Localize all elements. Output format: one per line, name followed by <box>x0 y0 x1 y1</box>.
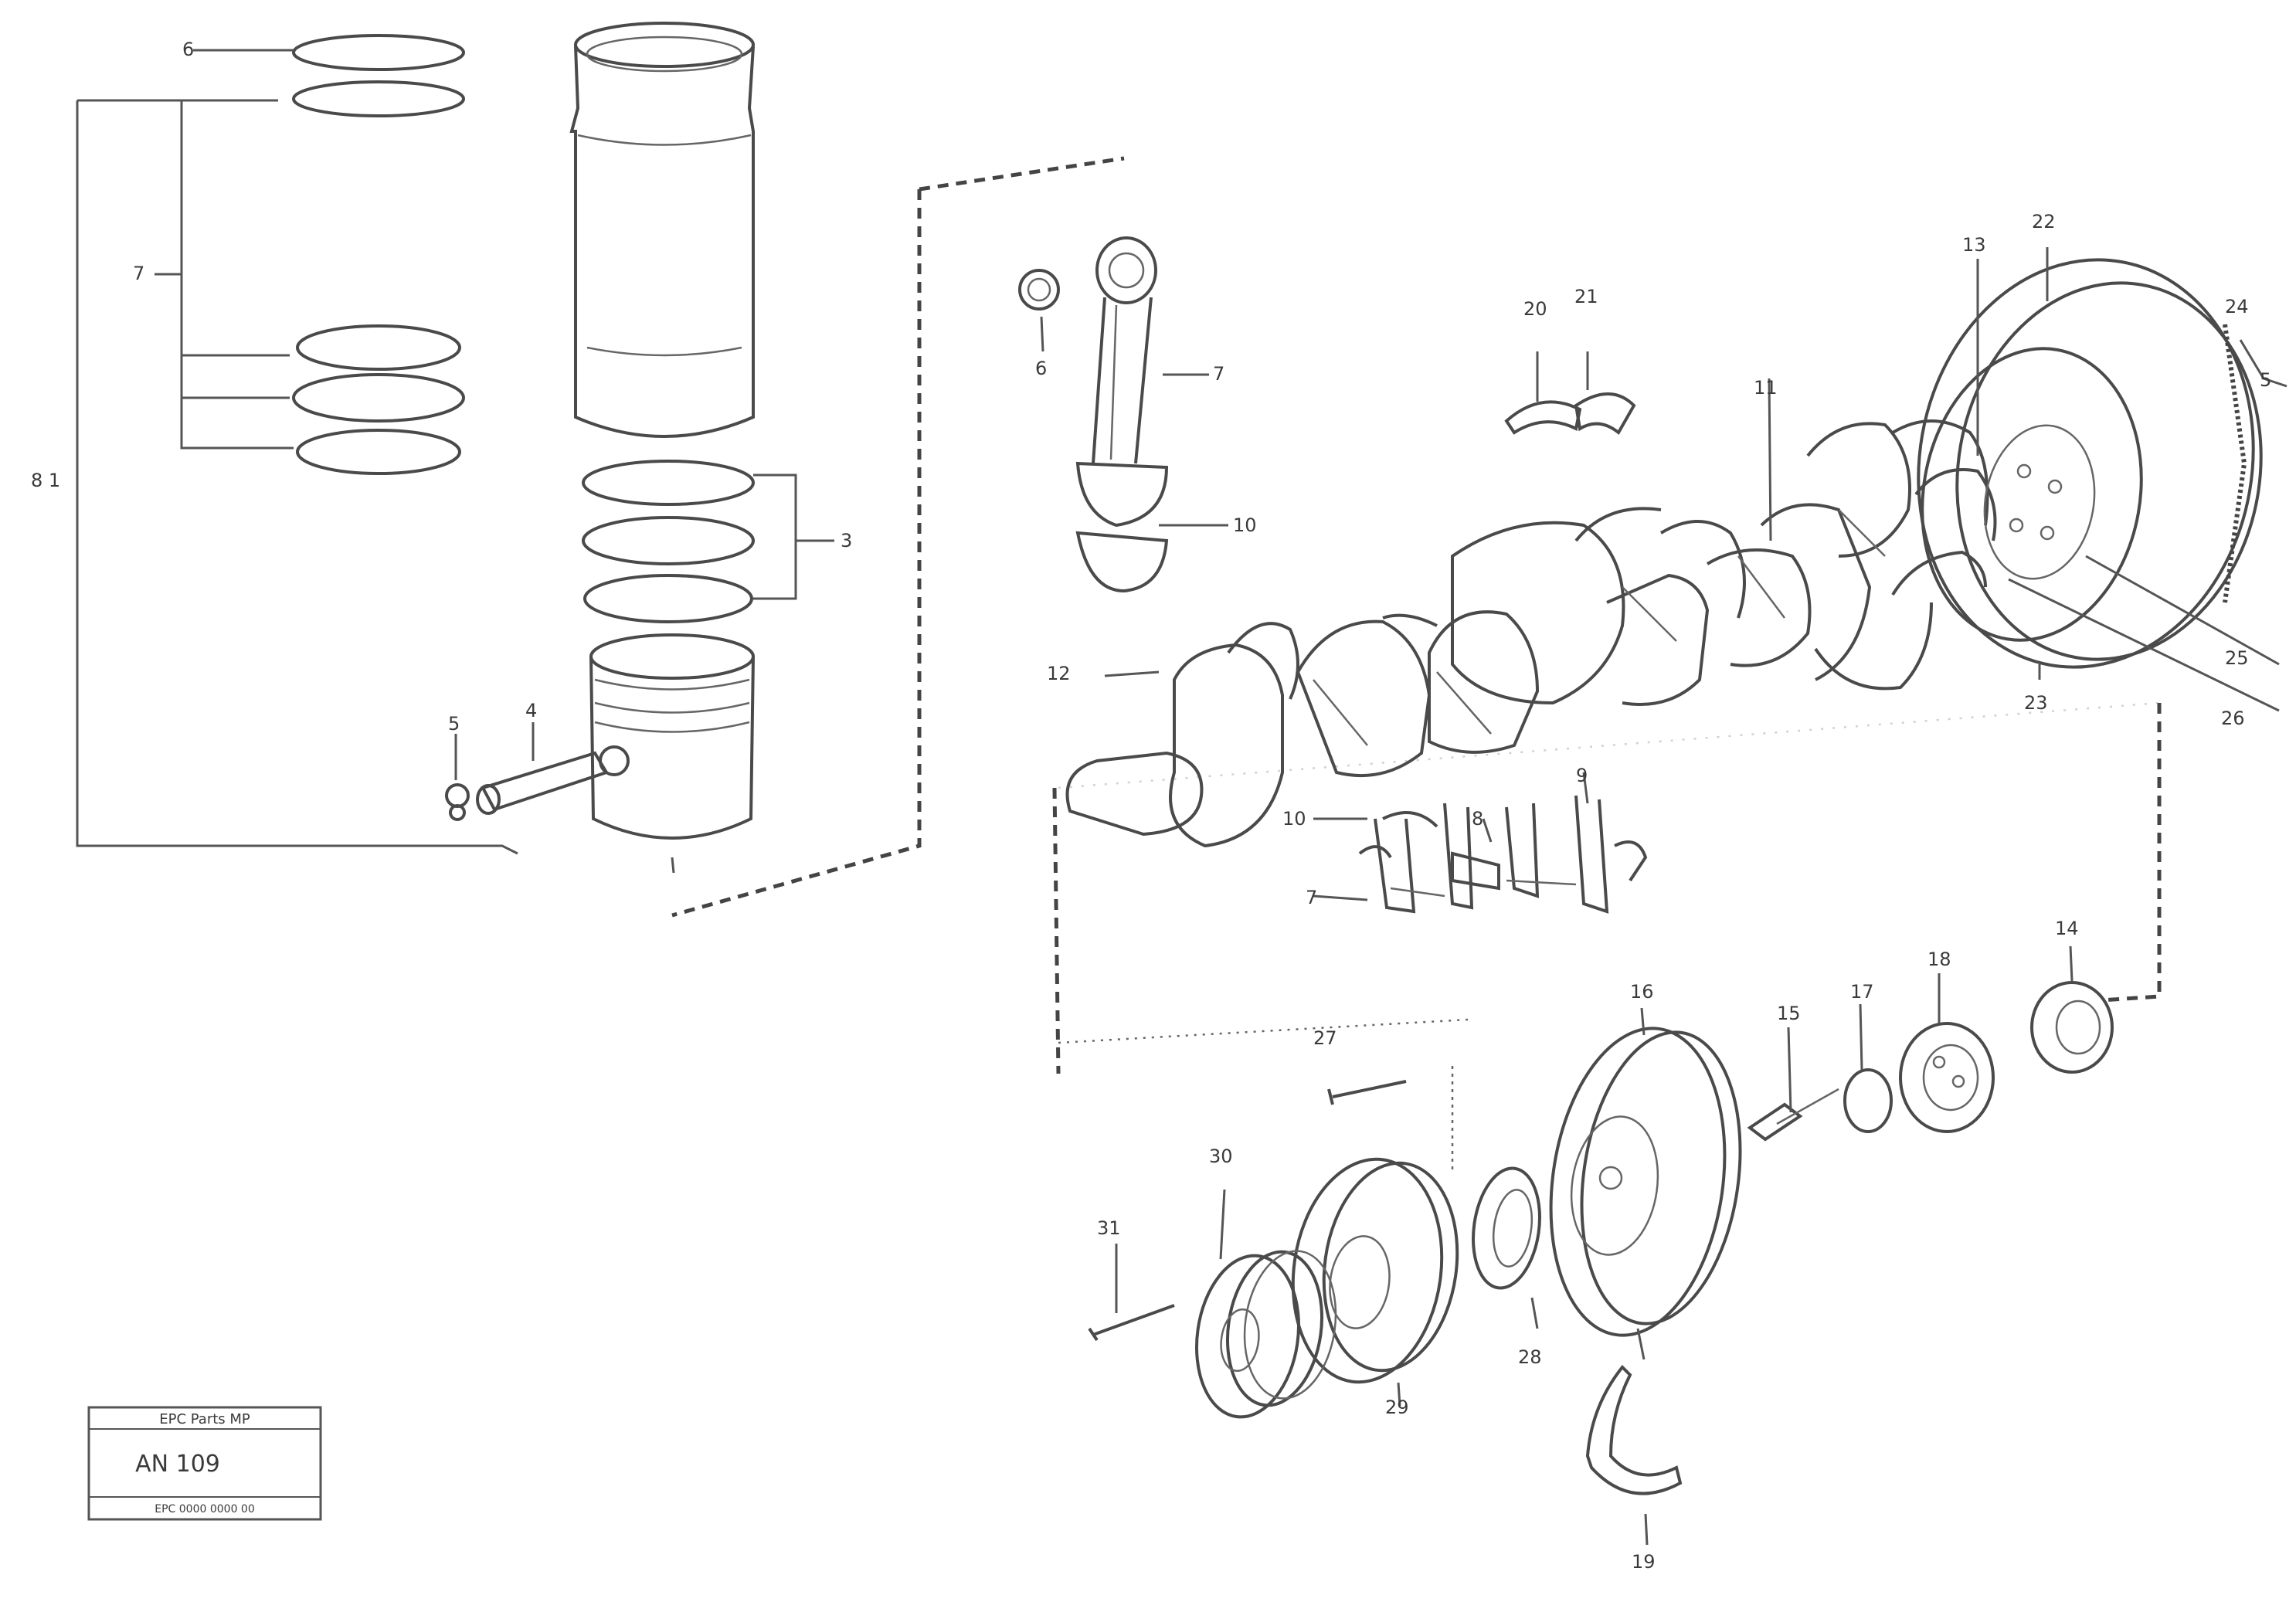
callout-label: 27 <box>1313 1027 1337 1049</box>
callout-label: 5 <box>2260 369 2271 391</box>
callout-label: 26 <box>2221 708 2245 729</box>
callout-label: 28 <box>1518 1346 1542 1368</box>
callout-label: 31 <box>1097 1217 1121 1239</box>
reference-box: EPC Parts MP AN 109 EPC 0000 0000 00 <box>87 1406 322 1521</box>
callout-label: 17 <box>1850 981 1874 1003</box>
belt-pulley[interactable] <box>1279 1149 1470 1392</box>
main-bearing-cap-set[interactable] <box>1358 795 1648 914</box>
callout-label: 30 <box>1209 1145 1233 1167</box>
callout-label: 4 <box>525 700 537 721</box>
callout-label: 6 <box>182 39 194 60</box>
callout-label: 16 <box>1630 981 1654 1003</box>
callout-labels: 6 7 8 1 3 5 4 6 7 10 20 21 11 13 22 24 5… <box>31 39 2271 1573</box>
callout-label: 19 <box>1632 1551 1656 1573</box>
callout-label: 10 <box>1282 808 1306 830</box>
front-seal-ring[interactable] <box>1466 1164 1547 1292</box>
connecting-rod-group <box>1018 236 1228 593</box>
reference-footer: EPC 0000 0000 00 <box>155 1503 255 1515</box>
main-bearing-shells[interactable] <box>1504 351 1636 436</box>
vibration-damper[interactable] <box>1532 1017 1758 1347</box>
reference-header: EPC Parts MP <box>159 1411 250 1427</box>
crankshaft[interactable] <box>1065 378 1997 848</box>
callout-label: 7 <box>1213 363 1224 385</box>
callout-label: 9 <box>1576 765 1588 786</box>
timing-gear-hub[interactable] <box>1899 1022 1995 1133</box>
reference-code: AN 109 <box>135 1451 220 1478</box>
piston-liner-group <box>76 22 1125 918</box>
damper-bolt[interactable] <box>1327 1066 1454 1174</box>
liner-o-rings[interactable] <box>292 324 465 475</box>
callout-label: 8 1 <box>31 470 60 491</box>
piston-ring-set[interactable] <box>582 460 755 623</box>
key[interactable] <box>1747 1088 1839 1142</box>
callout-label: 22 <box>2032 211 2056 232</box>
callout-label: 12 <box>1047 663 1071 684</box>
callout-label: 18 <box>1927 949 1951 970</box>
cylinder-liner[interactable] <box>569 22 755 438</box>
circlip[interactable] <box>445 783 470 821</box>
callout-label: 14 <box>2055 918 2079 939</box>
callout-label: 3 <box>841 530 852 552</box>
callout-label: 11 <box>1754 377 1778 399</box>
crankshaft-gear[interactable] <box>2030 981 2114 1074</box>
callout-label: 8 <box>1472 808 1483 830</box>
small-end-bushing[interactable] <box>1018 269 1060 311</box>
callout-label: 7 <box>1306 887 1317 908</box>
callout-label: 13 <box>1962 234 1986 256</box>
callout-label: 10 <box>1233 514 1257 536</box>
callout-label: 7 <box>133 263 144 284</box>
callout-label: 24 <box>2225 296 2249 317</box>
connecting-rod[interactable] <box>1075 236 1169 593</box>
thrust-washer[interactable] <box>1585 1365 1683 1495</box>
cylinder-seal-ring[interactable] <box>292 34 465 117</box>
callout-label: 20 <box>1523 298 1547 320</box>
callout-label: 29 <box>1385 1397 1409 1418</box>
callout-label: 5 <box>448 713 460 735</box>
spacer-ring[interactable] <box>1843 1068 1893 1133</box>
pulley-bolt[interactable] <box>1088 1304 1175 1342</box>
piston[interactable] <box>589 633 755 874</box>
callout-label: 23 <box>2024 692 2048 714</box>
callout-label: 25 <box>2225 647 2249 669</box>
flywheel[interactable] <box>1887 233 2290 694</box>
callout-label: 15 <box>1777 1003 1801 1024</box>
v-belt-pulley[interactable] <box>1187 1245 1345 1424</box>
callout-label: 6 <box>1035 358 1047 379</box>
callout-label: 21 <box>1574 286 1598 307</box>
piston-pin[interactable] <box>476 751 610 815</box>
